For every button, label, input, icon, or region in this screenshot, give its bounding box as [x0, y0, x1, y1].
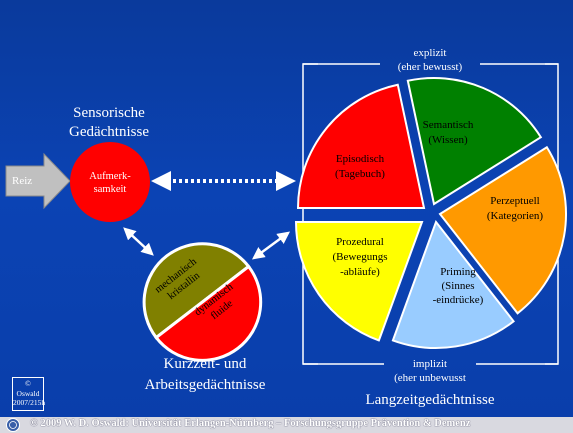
stimulus-arrow: [5, 152, 71, 210]
priming-line1: Priming: [440, 266, 476, 278]
prozedural-line2: (Bewegungs: [332, 251, 388, 263]
perzeptuell-line1: Perzeptuell: [490, 195, 540, 207]
stimulus-label: Reiz: [12, 175, 33, 187]
priming-line2: (Sinnes: [441, 280, 475, 292]
longterm-caption: Langzeitgedächtnisse: [365, 392, 495, 408]
working-caption-line1: Kurzzeit- und: [163, 356, 247, 372]
copyright-box: © Oswald 2007/215h: [12, 377, 46, 411]
explicit-label: explizit (eher bewusst): [370, 46, 490, 74]
episodisch-line2: (Tagebuch): [335, 168, 385, 180]
implicit-line2: (eher unbewusst: [394, 372, 466, 384]
footer-text: © 2009 W. D. Oswald: Universität Erlange…: [30, 418, 471, 429]
segment-label-perzeptuell: Perzeptuell (Kategorien): [470, 194, 560, 224]
prozedural-line3: -abläufe): [340, 266, 380, 278]
university-seal-icon: [6, 418, 20, 432]
implicit-line1: implizit: [412, 358, 448, 370]
attention-label-line1: Aufmerk-: [89, 171, 131, 182]
attention-label: Aufmerk- samkeit: [80, 170, 140, 196]
attention-working-arrow: [123, 227, 154, 256]
sensory-title-line2: Gedächtnisse: [69, 124, 149, 140]
copyright-line2: 2007/215h: [13, 398, 46, 407]
explicit-line1: explizit: [413, 47, 447, 59]
prozedural-line1: Prozedural: [336, 236, 384, 248]
perzeptuell-line2: (Kategorien): [486, 210, 544, 222]
pie-segment-semantisch: [406, 77, 543, 206]
pie-segment-episodisch: [296, 83, 426, 209]
priming-line3: -eindrücke): [432, 294, 484, 306]
longterm-pie: [294, 77, 567, 349]
pie-segment-prozedural: [294, 221, 424, 342]
attention-circle: [70, 142, 150, 222]
explicit-line2: (eher bewusst): [397, 61, 463, 73]
footer-bar: © 2009 W. D. Oswald: Universität Erlange…: [0, 417, 573, 433]
sensory-title: Sensorische Gedächtnisse: [44, 104, 174, 142]
segment-label-episodisch: Episodisch (Tagebuch): [320, 152, 400, 182]
sensory-title-line1: Sensorische: [73, 105, 145, 121]
implicit-label: implizit (eher unbewusst: [370, 357, 490, 385]
working-longterm-arrow: [251, 231, 291, 260]
working-memory-top: [142, 242, 251, 340]
attention-label-line2: samkeit: [93, 184, 127, 195]
segment-label-semantisch: Semantisch (Wissen): [408, 118, 488, 148]
semantisch-line2: (Wissen): [428, 134, 468, 146]
episodisch-line1: Episodisch: [335, 153, 385, 165]
working-memory-bottom: [154, 264, 263, 362]
working-caption-line2: Arbeitsgedächtnisse: [144, 377, 266, 393]
pie-segment-perzeptuell: [438, 145, 567, 315]
working-memory-caption: Kurzzeit- und Arbeitsgedächtnisse: [120, 354, 290, 396]
copyright-line1: © Oswald: [16, 379, 40, 398]
semantisch-line1: Semantisch: [422, 119, 474, 131]
segment-label-prozedural: Prozedural (Bewegungs -abläufe): [318, 235, 402, 280]
pie-segment-priming: [391, 219, 515, 349]
working-memory-circle: [142, 242, 263, 362]
segment-label-priming: Priming (Sinnes -eindrücke): [418, 265, 498, 307]
